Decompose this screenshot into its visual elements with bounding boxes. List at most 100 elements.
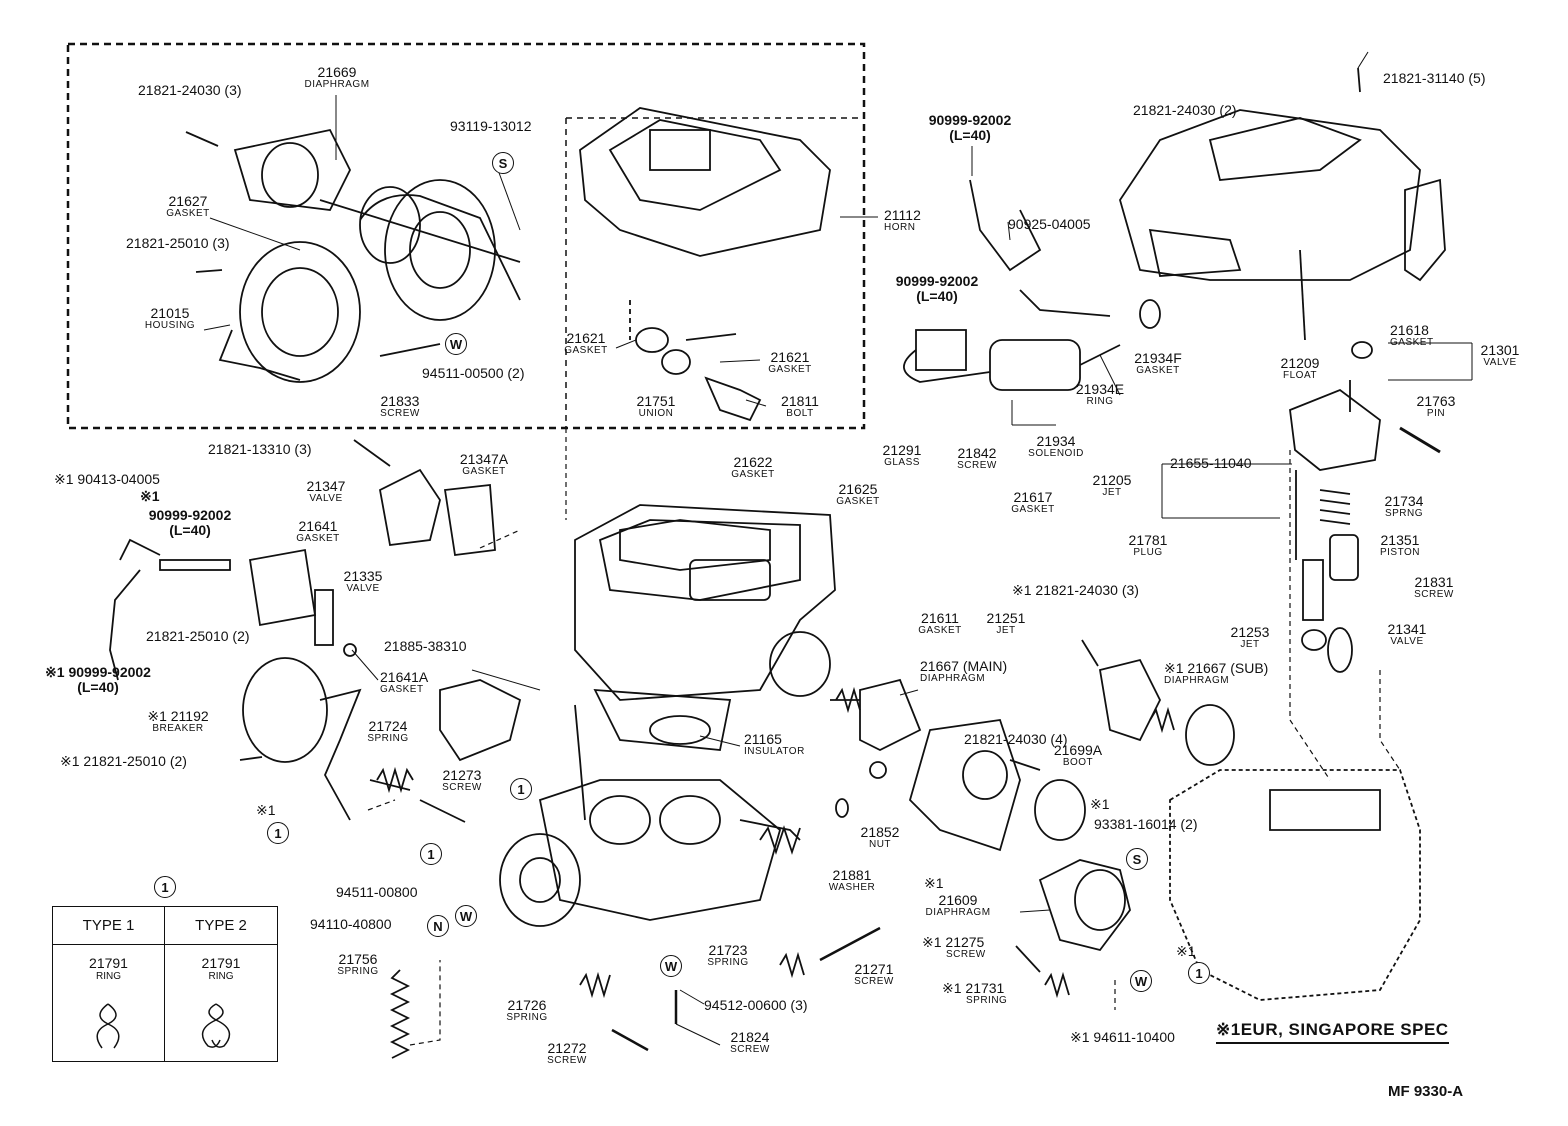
part-label-94511-00500: 94511-00500 (2) [422,366,524,381]
part-number: 21641A [380,669,429,685]
part-label-21209: 21209 FLOAT [1281,356,1320,381]
part-name: HOUSING [144,319,196,331]
part-label-21726: 21726 SPRING [506,998,547,1023]
part-label-21821-24030-3b: ※1 21821-24030 (3) [1012,583,1139,598]
part-number: 21273 [442,767,482,783]
part-label-21821-24030-4: 21821-24030 (4) [964,732,1068,747]
type1-part-number: 21791 [89,955,128,971]
part-label-21833: 21833 SCREW [380,394,420,419]
part-label-21351: 21351 PISTON [1380,533,1420,558]
part-name: GASKET [731,468,775,480]
part-label-21347: 21347 VALVE [307,479,346,504]
part-name: GASKET [380,683,424,695]
part-label-21301: 21301 VALVE [1481,343,1520,368]
part-number: 21251 [986,610,1026,626]
part-number: 90999-92002 [895,273,979,289]
part-label-21611: 21611 GASKET [918,611,962,636]
part-label-21622: 21622 GASKET [731,455,775,480]
diaphragm-subassembly-box [66,42,866,430]
part-number: 21618 [1390,322,1429,338]
one-callout-symbol: 1 [420,843,442,865]
part-label-21824: 21824 SCREW [730,1030,770,1055]
part-number: 21723 [708,942,748,958]
part-number: 21833 [380,393,420,409]
one-callout-symbol: 1 [510,778,532,800]
part-label-21821-25010-3: 21821-25010 (3) [126,236,230,251]
note-mark: ※1 [1090,796,1110,812]
note-mark: ※1 [1176,943,1196,959]
part-label-94511-00800: 94511-00800 [336,885,417,900]
part-label-21609: 21609 DIAPHRAGM [925,893,990,918]
part-name: JET [1240,638,1260,650]
part-label-21273: 21273 SCREW [442,768,482,793]
part-number: 21934E [1075,381,1125,397]
leader-lines [203,51,1473,1046]
part-label-21655-11040: 21655-11040 [1170,456,1251,471]
part-label-21251: 21251 JET [987,611,1026,636]
part-number: 21934 [1036,433,1076,449]
part-name: GASKET [462,465,506,477]
part-number: 21625 [838,481,878,497]
part-name: SCREW [946,948,986,960]
part-number: 21272 [547,1040,587,1056]
figure-code: MF 9330-A [1388,1083,1464,1100]
part-label-21723: 21723 SPRING [707,943,748,968]
part-label-21781: 21781 PLUG [1129,533,1168,558]
part-number: 21821-24030 (4) [964,731,1068,747]
part-number: 21205 [1092,472,1132,488]
part-label-21621-a: 21621 GASKET [564,331,608,356]
part-number: 21763 [1416,393,1456,409]
part-label-94512-00600: 94512-00600 (3) [704,998,808,1013]
part-name: GLASS [884,456,920,468]
part-number: 21667 (MAIN) [920,658,1008,674]
part-label-21734: 21734 SPRNG [1385,494,1424,519]
part-name: SCREW [957,459,997,471]
part-number: 21821-25010 (3) [126,235,230,251]
part-number: 93381-16014 (2) [1094,816,1198,832]
part-name: VALVE [309,492,343,504]
part-number: 21622 [733,454,773,470]
note-mark: ※1 [924,875,944,891]
part-name: PLUG [1133,546,1163,558]
part-label-21641: 21641 GASKET [296,519,340,544]
part-label-21335: 21335 VALVE [344,569,383,594]
part-label-note-1-c: ※1 [924,876,944,891]
type2-cell: 21791 RING [165,945,277,1061]
left-side-components-drawing [109,439,522,823]
part-number: 21301 [1480,342,1520,358]
part-name: DIAPHRAGM [925,906,991,918]
type1-ring-shape [96,1003,120,1049]
part-label-21821-25010-2: 21821-25010 (2) [146,629,250,644]
part-number: 94512-00600 (3) [704,997,808,1013]
float-chamber-cover-drawing [1119,67,1446,341]
carburetor-body-drawing [574,504,836,751]
part-label-21821-25010-2b: ※1 21821-25010 (2) [60,754,187,769]
part-label-21618: 21618 GASKET [1390,323,1434,348]
part-name: SPRING [337,965,379,977]
part-name: BOLT [786,407,814,419]
part-label-21751: 21751 UNION [637,394,676,419]
type2-part-name: RING [208,971,234,982]
part-name: DIAPHRAGM [1164,674,1230,686]
part-length: (L=40) [77,678,119,695]
part-label-21341: 21341 VALVE [1388,622,1427,647]
part-name: GASKET [768,363,812,375]
part-name: SCREW [730,1043,770,1055]
part-name: SCREW [442,781,482,793]
part-name: FLOAT [1283,369,1317,381]
part-label-21763: 21763 PIN [1417,394,1456,419]
part-label-90925-04005: 90925-04005 [1008,217,1091,232]
part-number: 21934F [1134,350,1182,366]
w-callout-symbol: W [445,333,467,355]
part-number: 21811 [781,393,819,409]
note-mark: ※1 [256,802,276,818]
part-name: SCREW [547,1054,587,1066]
part-number: 21726 [507,997,547,1013]
part-number: 90925-04005 [1008,216,1091,232]
part-number: 94110-40800 [310,916,392,932]
part-number: 21341 [1387,621,1427,637]
part-number: 21669 [317,64,357,80]
part-label-94611-10400: ※1 94611-10400 [1070,1030,1175,1045]
part-number: 21821-31140 (5) [1383,70,1486,86]
